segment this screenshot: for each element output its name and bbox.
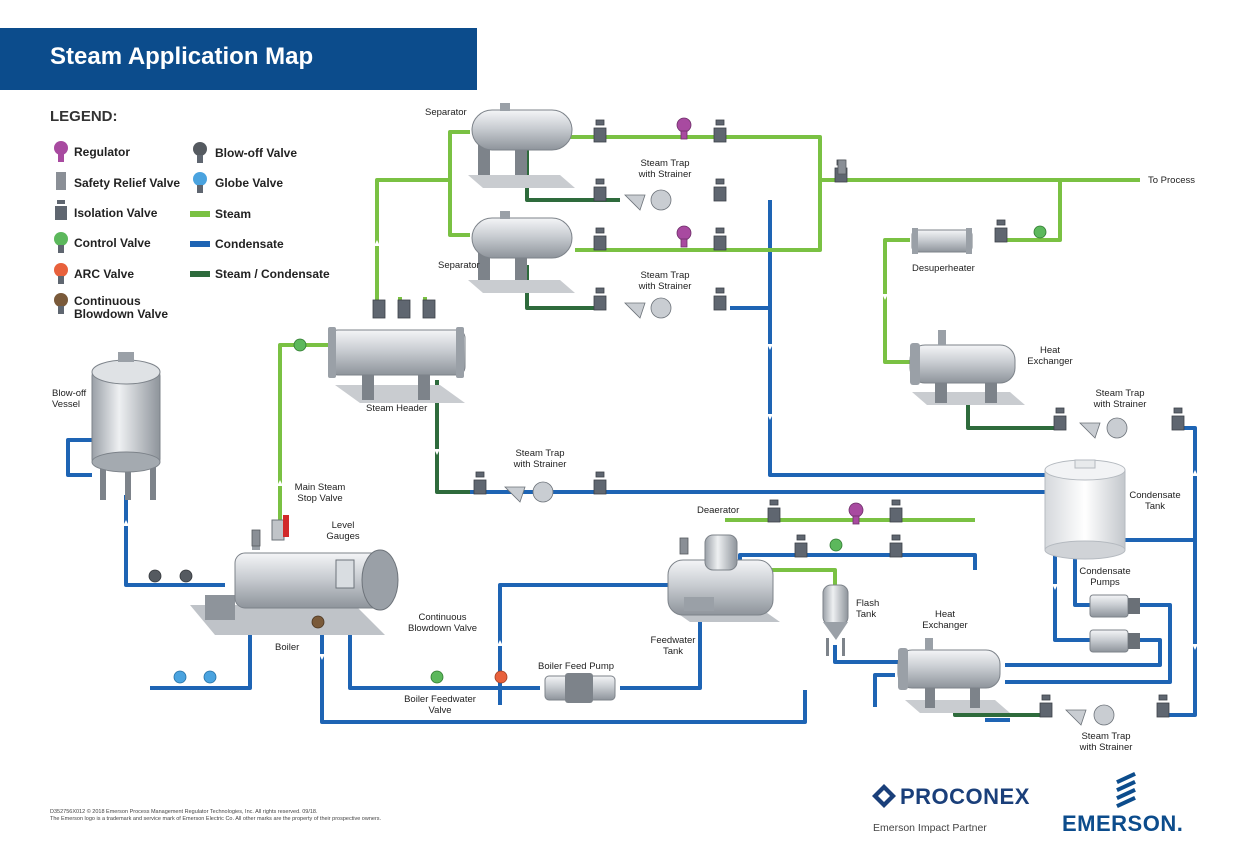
label-steam-header: Steam Header bbox=[366, 403, 428, 414]
label-steam-trap-a: Steam Trap with Strainer bbox=[638, 158, 692, 180]
label-desuperheater: Desuperheater bbox=[912, 263, 975, 274]
separator-top bbox=[468, 103, 575, 188]
proconex-tagline: Emerson Impact Partner bbox=[873, 822, 987, 834]
blow-off-valves bbox=[148, 569, 193, 583]
legend-condensate: Condensate bbox=[215, 237, 284, 251]
label-separator-top: Separator bbox=[425, 107, 467, 118]
proconex-logo-mark bbox=[872, 784, 896, 808]
control-valve-icon bbox=[54, 232, 68, 253]
boiler-feed-pump bbox=[544, 673, 616, 703]
legend-icons bbox=[54, 141, 210, 314]
control-valves bbox=[293, 225, 1047, 684]
heat-exchanger-bottom bbox=[897, 638, 1010, 713]
arc-valve bbox=[494, 670, 508, 684]
steam-header bbox=[328, 327, 466, 403]
page-title: Steam Application Map bbox=[50, 43, 314, 70]
footer-line-1: D352756X012 © 2018 Emerson Process Manag… bbox=[50, 809, 318, 815]
safety-relief-valves bbox=[251, 159, 847, 555]
continuous-blowdown-valve-icon bbox=[54, 293, 68, 314]
label-boiler-feed-pump: Boiler Feed Pump bbox=[538, 661, 615, 672]
legend-safety-relief-valve: Safety Relief Valve bbox=[74, 176, 181, 190]
legend-continuous-blowdown-valve: Continuous Blowdown Valve bbox=[74, 294, 169, 321]
arc-valve-icon bbox=[54, 263, 68, 284]
label-continuous-blowdown-valve: Continuous Blowdown Valve bbox=[407, 612, 477, 634]
label-heat-exchanger-bottom: Heat Exchanger bbox=[922, 609, 968, 631]
continuous-blowdown-valve bbox=[311, 615, 325, 629]
emerson-logo-mark bbox=[1116, 771, 1136, 809]
separator-bottom bbox=[468, 211, 575, 293]
safety-relief-valve-icon bbox=[56, 172, 66, 190]
label-heat-exchanger-top: Heat Exchanger bbox=[1027, 345, 1073, 367]
regulators bbox=[676, 117, 864, 525]
legend-arc-valve: ARC Valve bbox=[74, 267, 135, 281]
legend-regulator: Regulator bbox=[74, 145, 131, 159]
condensate-line-icon bbox=[190, 241, 210, 247]
steam-line-icon bbox=[190, 211, 210, 217]
heat-exchanger-top bbox=[909, 330, 1025, 405]
footer-line-2: The Emerson logo is a trademark and serv… bbox=[50, 816, 382, 822]
label-deaerator: Deaerator bbox=[697, 505, 740, 516]
label-condensate-tank: Condensate Tank bbox=[1129, 490, 1181, 512]
label-blow-off-vessel: Blow-off Vessel bbox=[52, 388, 87, 410]
regulator-icon bbox=[54, 141, 68, 162]
condensate-tank bbox=[1044, 459, 1126, 560]
boiler bbox=[190, 515, 399, 635]
legend-steam-condensate: Steam / Condensate bbox=[215, 267, 330, 281]
blow-off-valve-icon bbox=[193, 142, 207, 163]
legend-steam: Steam bbox=[215, 207, 252, 221]
legend-globe-valve: Globe Valve bbox=[215, 176, 284, 190]
label-feedwater-tank: Feedwater Tank bbox=[650, 635, 696, 657]
globe-valve-icon bbox=[193, 172, 207, 193]
desuperheater bbox=[911, 228, 973, 254]
isolation-valves bbox=[372, 119, 1185, 718]
label-to-process: To Process bbox=[1148, 175, 1195, 186]
label-steam-trap-c: Steam Trap with Strainer bbox=[513, 448, 567, 470]
legend-isolation-valve: Isolation Valve bbox=[74, 206, 158, 220]
label-steam-trap-d: Steam Trap with Strainer bbox=[1093, 388, 1147, 410]
legend-blow-off-valve: Blow-off Valve bbox=[215, 146, 298, 160]
flash-tank bbox=[822, 584, 849, 656]
label-separator-bottom: Separator bbox=[438, 260, 480, 271]
label-steam-trap-b: Steam Trap with Strainer bbox=[638, 270, 692, 292]
label-boiler: Boiler bbox=[275, 642, 300, 653]
label-boiler-feedwater-valve: Boiler Feedwater Valve bbox=[404, 694, 476, 716]
emerson-logo-text: EMERSON. bbox=[1062, 811, 1184, 836]
globe-valves bbox=[173, 670, 217, 684]
feedwater-tank bbox=[667, 534, 780, 622]
label-flash-tank: Flash Tank bbox=[856, 598, 880, 620]
legend-control-valve: Control Valve bbox=[74, 236, 151, 250]
label-condensate-pumps: Condensate Pumps bbox=[1079, 566, 1131, 588]
title-bar bbox=[0, 28, 477, 90]
label-main-steam-stop-valve: Main Steam Stop Valve bbox=[294, 482, 346, 504]
isolation-valve-icon bbox=[55, 200, 67, 220]
condensate-pumps bbox=[1089, 594, 1140, 653]
footer-copyright: D352756X012 © 2018 Emerson Process Manag… bbox=[50, 809, 381, 823]
flow-arrows bbox=[123, 240, 1198, 660]
legend-heading: LEGEND: bbox=[50, 108, 118, 125]
label-level-gauges: Level Gauges bbox=[326, 520, 360, 542]
label-steam-trap-e: Steam Trap with Strainer bbox=[1079, 731, 1133, 753]
steam-traps bbox=[504, 189, 1128, 726]
proconex-logo-text: PROCONEX bbox=[900, 784, 1030, 809]
steam-condensate-line-icon bbox=[190, 271, 210, 277]
blow-off-vessel bbox=[91, 352, 161, 500]
